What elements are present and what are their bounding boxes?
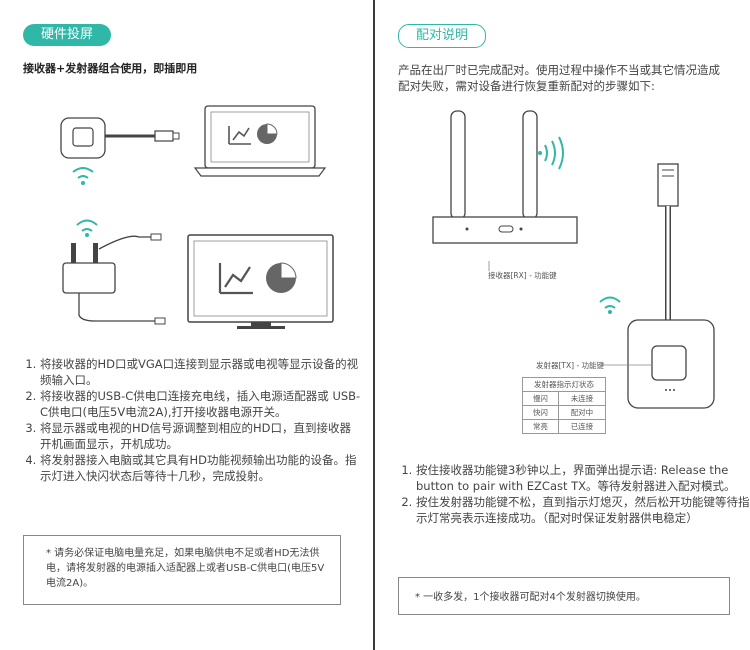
section-badge-hardware-cast: 硬件投屏: [23, 24, 111, 46]
hardware-cast-steps: 将接收器的HD口或VGA口连接到显示器或电视等显示设备的视频输入口。 将接收器的…: [22, 357, 362, 485]
step-item: 按住接收器功能键3秒钟以上，界面弹出提示语: Release the butto…: [416, 463, 750, 494]
pairing-note-box: * 一收多发，1个接收器可配对4个发射器切换使用。: [398, 577, 730, 615]
step-item: 按住发射器功能键不松，直到指示灯熄灭，然后松开功能键等待指示灯常亮表示连接成功。…: [416, 495, 750, 526]
pairing-note-text: * 一收多发，1个接收器可配对4个发射器切换使用。: [415, 592, 646, 603]
transmitter-function-button: [651, 345, 687, 381]
power-note-box: * 请务必保证电脑电量充足，如果电脑供电不足或者HD无法供电，请将发射器的电源插…: [23, 535, 341, 605]
receiver-tv-illustration: [62, 219, 334, 329]
table-row: 慢闪未连接: [522, 391, 607, 406]
table-row: 常亮已连接: [522, 419, 607, 434]
step-item: 将显示器或电视的HD信号源调整到相应的HD口，直到接收器开机画面显示，开机成功。: [40, 421, 362, 452]
table-header: 发射器指示灯状态: [522, 377, 606, 392]
receiver-button-caption: 接收器[RX] - 功能键: [488, 271, 557, 280]
pairing-steps: 按住接收器功能键3秒钟以上，界面弹出提示语: Release the butto…: [398, 463, 750, 527]
step-item: 将接收器的USB-C供电口连接充电线，插入电源适配器或 USB-C供电口(电压5…: [40, 389, 362, 420]
page-divider: [373, 0, 375, 650]
step-item: 将发射器接入电脑或其它具有HD功能视频输出功能的设备。指示灯进入快闪状态后等待十…: [40, 453, 362, 484]
transmitter-button-caption: 发射器[TX] - 功能键: [536, 361, 605, 370]
receiver-antenna-illustration: [432, 110, 578, 271]
wifi-icon: [599, 296, 621, 303]
indicator-status-table: 发射器指示灯状态 慢闪未连接 快闪配对中 常亮已连接: [522, 377, 607, 434]
transmitter-laptop-illustration: [60, 105, 327, 185]
receiver-body: [62, 262, 116, 294]
section-badge-pairing: 配对说明: [398, 24, 486, 48]
pairing-intro: 产品在出厂时已完成配对。使用过程中操作不当或其它情况造成配对失败，需对设备进行恢…: [398, 63, 720, 93]
step-item: 将接收器的HD口或VGA口连接到显示器或电视等显示设备的视频输入口。: [40, 357, 362, 388]
power-note-text: * 请务必保证电脑电量充足，如果电脑供电不足或者HD无法供电，请将发射器的电源插…: [46, 548, 325, 589]
transmitter-illustration: [599, 163, 715, 409]
transmitter-body: [60, 117, 106, 159]
antenna-right: [522, 110, 538, 220]
wifi-icon: [544, 144, 548, 162]
lead-text: 接收器+发射器组合使用，即插即用: [23, 62, 198, 75]
antenna-left: [450, 110, 466, 220]
table-row: 快闪配对中: [522, 405, 607, 420]
wifi-icon: [72, 167, 94, 173]
wifi-icon: [76, 219, 98, 226]
transmitter-button: [72, 127, 94, 147]
